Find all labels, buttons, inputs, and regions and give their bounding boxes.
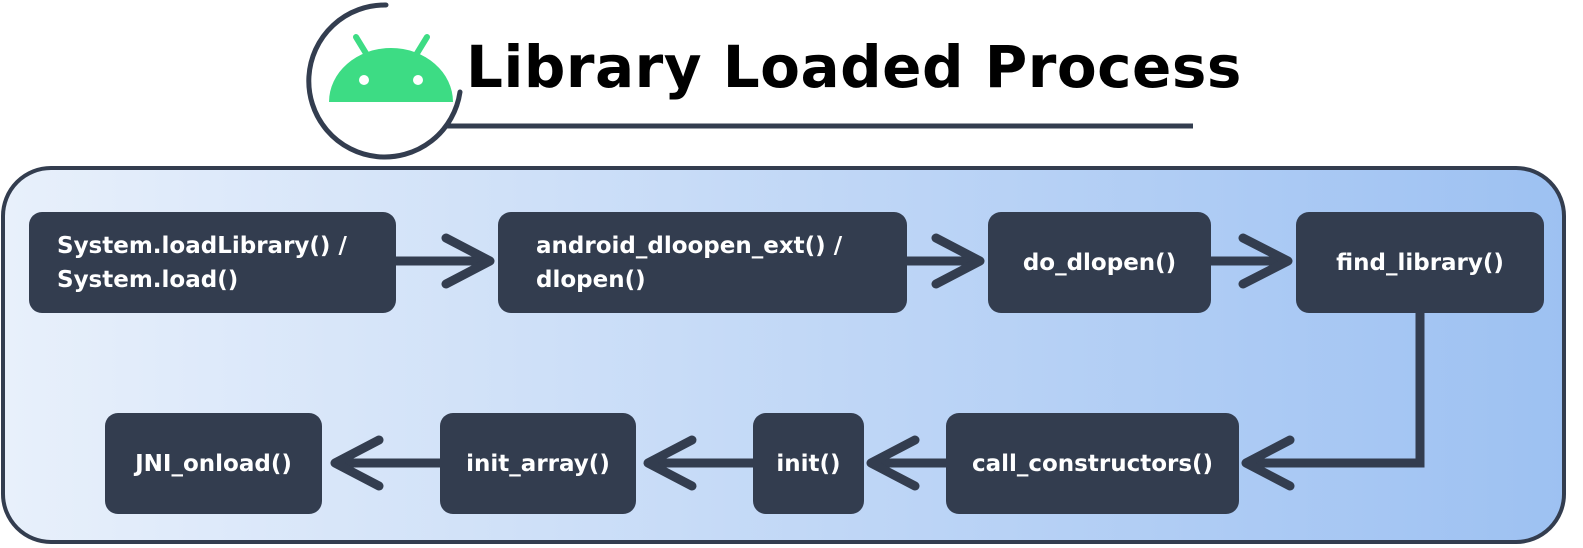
node-system-load-line2: System.load() bbox=[57, 266, 239, 293]
node-android-dlopen-line2: dlopen() bbox=[536, 266, 646, 293]
node-find-library-label: find_library() bbox=[1336, 249, 1504, 276]
arrow-find-library-to-call-constructors bbox=[1246, 312, 1425, 468]
node-find-library: find_library() bbox=[1296, 212, 1544, 313]
arrow-init-to-init-array bbox=[643, 435, 758, 491]
node-do-dlopen: do_dlopen() bbox=[988, 212, 1211, 313]
page-title: Library Loaded Process bbox=[466, 33, 1242, 101]
node-init-array-label: init_array() bbox=[466, 450, 610, 477]
node-call-constructors-label: call_constructors() bbox=[971, 450, 1214, 477]
node-android-dlopen-line1: android_dloopen_ext() / bbox=[536, 232, 843, 259]
arrow-android-dlopen-to-do-dlopen bbox=[902, 233, 985, 289]
node-android-dlopen: android_dloopen_ext() / dlopen() bbox=[498, 212, 907, 313]
arrow-system-to-android-dlopen bbox=[391, 233, 495, 289]
arrow-init-array-to-jni-onload bbox=[330, 435, 445, 491]
node-call-constructors: call_constructors() bbox=[946, 413, 1239, 514]
arrowhead-call-constructors bbox=[1241, 435, 1295, 491]
node-jni-onload: JNI_onload() bbox=[105, 413, 322, 514]
node-system-load-line1: System.loadLibrary() / bbox=[57, 232, 347, 259]
logo-ring bbox=[306, 2, 463, 160]
arrow-call-constructors-to-init bbox=[866, 435, 951, 491]
node-init-array: init_array() bbox=[440, 413, 636, 514]
node-do-dlopen-label: do_dlopen() bbox=[1022, 249, 1177, 276]
arrow-do-dlopen-to-find-library bbox=[1206, 233, 1293, 289]
android-head-icon bbox=[329, 34, 453, 102]
node-init: init() bbox=[753, 413, 864, 514]
node-jni-onload-label: JNI_onload() bbox=[135, 450, 292, 477]
node-init-label: init() bbox=[776, 450, 841, 477]
node-system-load: System.loadLibrary() / System.load() bbox=[29, 212, 396, 313]
